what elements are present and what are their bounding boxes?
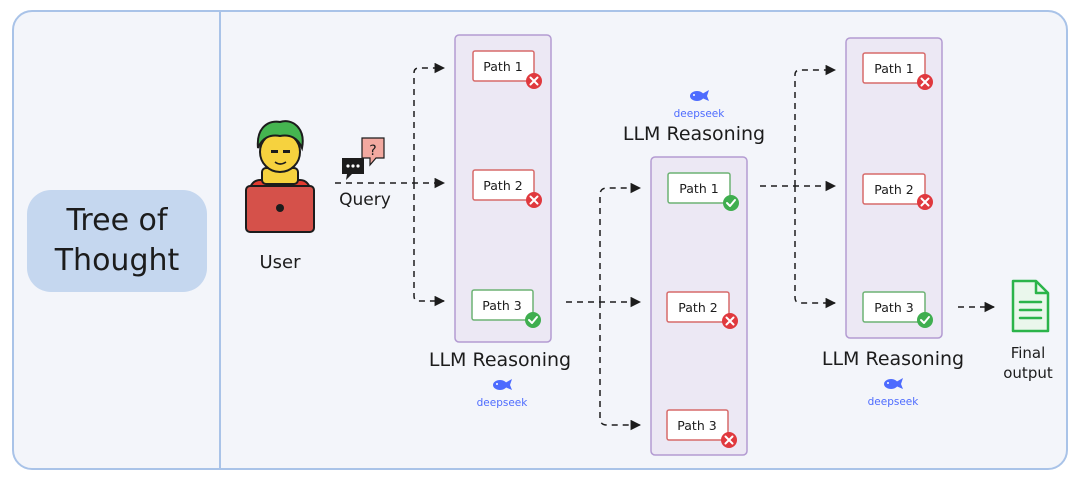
svg-text:Path 3: Path 3 — [482, 298, 521, 313]
path-node: Path 2 — [666, 291, 738, 329]
pass-badge-icon — [917, 312, 933, 328]
title-line-1: Tree of — [66, 203, 168, 238]
path-node: Path 3 — [666, 409, 737, 448]
question-mark: ? — [369, 143, 376, 159]
svg-text:Path 1: Path 1 — [679, 181, 718, 196]
user-avatar-icon — [245, 120, 315, 233]
chat-bubble-icon: ? — [342, 137, 385, 180]
svg-text:Path 1: Path 1 — [874, 61, 913, 76]
deepseek-logo-icon — [884, 378, 903, 389]
svg-text:Path 2: Path 2 — [678, 300, 717, 315]
path-node: Path 3 — [471, 289, 541, 328]
svg-text:Path 2: Path 2 — [874, 182, 913, 197]
svg-text:Path 3: Path 3 — [677, 418, 716, 433]
path-node: Path 1 — [667, 172, 739, 211]
deepseek-logo-icon — [493, 379, 512, 390]
svg-text:Path 2: Path 2 — [483, 178, 522, 193]
brand-label: deepseek — [674, 108, 726, 120]
column-divider — [219, 11, 221, 469]
pass-badge-icon — [525, 312, 541, 328]
path-node: Path 1 — [862, 52, 933, 90]
title-pill: Tree of Thought — [27, 190, 207, 292]
path-node: Path 3 — [862, 291, 933, 328]
brand-label: deepseek — [477, 397, 529, 409]
llm-reasoning-label-1: LLM Reasoning — [429, 349, 571, 371]
document-icon — [1011, 279, 1050, 333]
svg-text:Path 3: Path 3 — [874, 300, 913, 315]
query-label: Query — [339, 190, 391, 210]
flow-connectors — [335, 62, 996, 431]
final-output-line-2: output — [1003, 364, 1053, 382]
deepseek-logo-icon — [690, 90, 709, 101]
llm-reasoning-label-2: LLM Reasoning — [623, 123, 765, 145]
final-output-line-1: Final — [1011, 344, 1046, 362]
pass-badge-icon — [723, 195, 739, 211]
brand-label: deepseek — [868, 396, 920, 408]
path-node: Path 2 — [472, 169, 542, 208]
path-node: Path 1 — [472, 50, 542, 89]
user-label: User — [259, 252, 301, 273]
title-line-2: Thought — [54, 243, 180, 278]
path-node: Path 2 — [862, 173, 933, 210]
svg-text:Path 1: Path 1 — [483, 59, 522, 74]
llm-reasoning-label-3: LLM Reasoning — [822, 348, 964, 370]
